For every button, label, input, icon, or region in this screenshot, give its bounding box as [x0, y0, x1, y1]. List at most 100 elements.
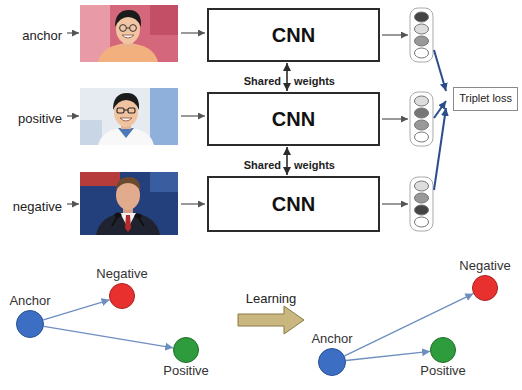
- positive-photo: [117, 108, 124, 113]
- node-label: CNN: [272, 107, 315, 131]
- negative-photo: [115, 213, 122, 218]
- output-arrow: [382, 34, 408, 35]
- positive-photo: [124, 110, 128, 111]
- negative-photo: [80, 172, 120, 186]
- weight-label: Shared: [244, 75, 281, 88]
- distance-arrow: [346, 351, 430, 360]
- negative-photo: [116, 177, 140, 191]
- anchor-photo: [115, 10, 141, 27]
- label-slot: negative: [13, 197, 62, 215]
- node-label: Positive: [163, 364, 209, 379]
- embedding-vector: [410, 8, 433, 62]
- node-label: CNN: [272, 192, 315, 216]
- negative-photo: [80, 172, 178, 235]
- positive-photo: [113, 93, 139, 110]
- loss-arrow: [434, 50, 446, 190]
- point-circle: [431, 338, 456, 363]
- negative-photo: [135, 214, 142, 219]
- embedding-point: Anchor: [311, 331, 352, 376]
- negative-photo: [96, 212, 160, 235]
- embedding-vector: [415, 132, 429, 142]
- point-circle: [318, 348, 346, 376]
- embedding-vector: [410, 177, 433, 231]
- label-arrow: [67, 33, 79, 204]
- loss-arrow: [434, 50, 446, 91]
- embedding-vector: [415, 108, 429, 118]
- label-slot: weights: [294, 71, 335, 89]
- shared-weights-arrow: [286, 63, 288, 91]
- embedding-vector: [415, 181, 429, 191]
- step-label: Learning: [246, 292, 297, 307]
- embedding-point: Positive: [163, 337, 209, 380]
- point-circle: [430, 337, 456, 363]
- embedding-vector: [415, 205, 429, 215]
- negative-photo: [125, 215, 131, 232]
- input-arrow: [181, 203, 205, 204]
- weight-label: weights: [294, 159, 335, 172]
- node-label: Triplet loss: [459, 92, 512, 105]
- input-label: anchor: [22, 29, 62, 44]
- positive-photo: [120, 118, 132, 121]
- anchor-photo: [130, 25, 137, 32]
- output-arrow: [382, 203, 408, 204]
- cnn-box: CNN: [207, 8, 380, 62]
- negative-photo: [80, 172, 178, 235]
- embedding-point: Anchor: [9, 293, 50, 338]
- label-arrow: [67, 32, 79, 33]
- positive-photo: [80, 120, 102, 145]
- node-label: Anchor: [9, 294, 50, 309]
- input-label: positive: [18, 112, 62, 127]
- anchor-photo: [120, 25, 127, 32]
- point-circle: [472, 275, 498, 301]
- anchor-photo: [122, 35, 134, 38]
- negative-photo: [150, 172, 178, 192]
- embedding-vector: [415, 12, 429, 22]
- negative-photo: [112, 216, 118, 226]
- anchor-photo: [80, 5, 178, 62]
- embedding-vector: [415, 36, 429, 46]
- embedding-vector: [415, 217, 429, 227]
- input-label: negative: [13, 200, 62, 215]
- point-circle: [319, 349, 346, 376]
- positive-photo: [118, 128, 134, 138]
- embedding-vector: [410, 177, 433, 231]
- label-slot: Learning: [246, 289, 297, 307]
- shared-weights-arrow: [286, 147, 288, 175]
- input-arrow: [181, 32, 205, 33]
- label-slot: Shared: [244, 155, 281, 173]
- embedding-vector: [415, 120, 429, 130]
- embedding-vector: [415, 193, 429, 203]
- label-arrow: [67, 203, 79, 204]
- embedding-vector: [410, 92, 433, 146]
- point-circle: [173, 337, 199, 363]
- distance-arrow: [43, 300, 109, 320]
- loss-box: Triplet loss: [453, 87, 518, 110]
- anchor-photo: [80, 5, 178, 62]
- weight-label: Shared: [244, 159, 281, 172]
- output-arrow: [382, 118, 408, 119]
- point-circle: [110, 284, 135, 309]
- point-circle: [473, 276, 498, 301]
- output-arrow: [382, 35, 408, 204]
- embedding-vector: [415, 96, 429, 106]
- positive-photo: [128, 108, 135, 113]
- input-arrow: [181, 33, 205, 204]
- label-arrow: [67, 115, 79, 116]
- loss-arrow: [434, 108, 446, 190]
- point-circle: [174, 338, 199, 363]
- cnn-box: CNN: [207, 92, 380, 146]
- node-label: Negative: [96, 267, 147, 282]
- learning-arrow: [238, 306, 304, 334]
- node-label: Negative: [459, 259, 510, 274]
- label-slot: anchor: [22, 26, 62, 44]
- node-label: Anchor: [311, 332, 352, 347]
- embedding-vector: [415, 48, 429, 58]
- embedding-point: Negative: [96, 266, 147, 309]
- node-label: Positive: [420, 364, 466, 379]
- positive-photo: [98, 127, 154, 145]
- embedding-point: Positive: [420, 337, 466, 380]
- positive-photo: [80, 88, 178, 145]
- distance-arrow: [44, 326, 173, 348]
